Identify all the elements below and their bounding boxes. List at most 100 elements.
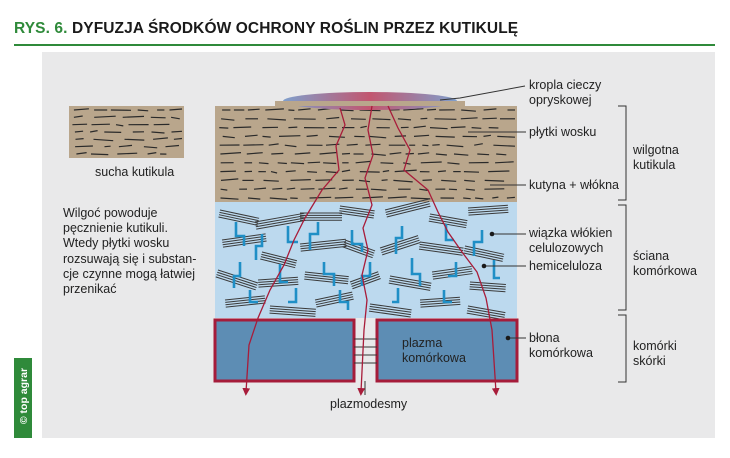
wax-plate	[340, 109, 354, 112]
wax-plate	[307, 171, 318, 173]
wax-plate	[358, 179, 371, 183]
wax-plate	[277, 162, 287, 165]
cellulose-bundle	[469, 281, 506, 293]
wax-plate	[258, 162, 269, 165]
wax-plate	[124, 138, 145, 141]
wax-plate	[309, 196, 332, 199]
cellulose-bundle	[254, 212, 306, 230]
wax-plate	[460, 117, 478, 120]
cellulose-bundle	[257, 276, 299, 288]
wax-plate	[306, 134, 318, 137]
cellulose-bundle	[379, 235, 421, 256]
plasma-label: plazma komórkowa	[402, 336, 466, 366]
figure-title: RYS. 6. DYFUZJA ŚRODKÓW OCHRONY ROŚLIN P…	[14, 20, 518, 38]
droplet-label-line: kropla cieczy	[529, 78, 602, 92]
wax-plate	[73, 115, 83, 118]
group-label-line: skórki	[633, 354, 666, 368]
wax-plate	[72, 123, 88, 126]
wax-plate	[94, 115, 116, 118]
wax-plate	[74, 130, 84, 133]
dry-wax-plates	[72, 108, 183, 156]
cellulose-bundle	[419, 296, 461, 308]
wax-plate	[483, 134, 491, 137]
membrane-label: błona komórkowa	[529, 331, 593, 361]
wax-plate	[262, 135, 271, 138]
plasma-label-line: komórkowa	[402, 351, 466, 365]
wax-plate	[285, 170, 296, 173]
hemicellulose-chain	[288, 288, 298, 304]
wax-plate	[318, 187, 336, 190]
hemicellulose-chain	[360, 262, 372, 286]
wet-wax-plates	[219, 107, 516, 200]
hemicellulose-chain	[338, 290, 350, 310]
wax-plate	[422, 179, 432, 181]
wax-plate	[89, 130, 98, 133]
droplet-label: kropla cieczy opryskowej	[529, 78, 601, 108]
wax-plate	[323, 162, 337, 165]
wax-plate	[434, 118, 457, 120]
wax-plate	[115, 124, 124, 127]
wax-plate	[294, 152, 311, 155]
wax-plate	[220, 197, 239, 200]
wax-plate	[372, 118, 391, 121]
hemicellulose-label: hemiceluloza	[529, 259, 602, 273]
cellulose-bundle	[224, 295, 266, 308]
wax-plate	[368, 135, 387, 139]
wax-plate	[75, 145, 93, 148]
group-label-line: komórki	[633, 339, 677, 353]
wax-plate	[350, 118, 366, 120]
wax-plate	[117, 152, 138, 155]
note-line: przenikać	[63, 282, 117, 297]
wax-plate	[475, 197, 484, 200]
wax-plate	[453, 153, 469, 156]
wax-plate	[432, 144, 440, 146]
hemicellulose-chain	[322, 262, 336, 286]
wax-plate	[446, 144, 464, 148]
wax-plate	[325, 171, 339, 174]
note-line: rozsuwają się i substan-	[63, 251, 197, 266]
diffusion-paths	[242, 105, 500, 396]
plasmodesmata-label: plazmodesmy	[330, 397, 408, 411]
wax-plate	[403, 162, 411, 165]
wax-plate	[355, 160, 371, 164]
figure-title-text: DYFUZJA ŚRODKÓW OCHRONY ROŚLIN PRZEZ KUT…	[71, 20, 519, 37]
wax-plate	[122, 115, 145, 118]
wax-plate	[420, 161, 442, 164]
wax-plate	[290, 179, 311, 181]
wax-plate	[315, 179, 333, 181]
wax-plate	[380, 162, 394, 164]
wax-plate	[286, 187, 296, 190]
wax-plate	[426, 108, 437, 111]
cellulose-bundle	[388, 275, 432, 291]
wax-plate	[267, 118, 286, 121]
figure-number: RYS. 6.	[14, 20, 68, 37]
hemicellulose-chain	[286, 226, 298, 244]
wax-plate	[143, 146, 158, 149]
wax-plate	[441, 179, 457, 182]
wax-plate	[265, 108, 284, 111]
group-label-line: komórkowa	[633, 264, 697, 278]
wax-plate	[413, 134, 430, 137]
wax-plate	[346, 143, 358, 146]
wax-plate	[219, 127, 229, 129]
wax-plate	[397, 118, 412, 121]
wax-plate	[435, 135, 455, 138]
wax-plate	[150, 116, 166, 119]
hemicellulose-chain	[394, 226, 404, 254]
wax-plate	[263, 179, 279, 182]
wax-plate	[220, 152, 242, 155]
droplet-label-line: opryskowej	[529, 93, 592, 107]
wax-plate	[147, 152, 157, 155]
wax-plate	[247, 197, 261, 200]
wax-plate	[171, 130, 183, 133]
group-label-line: kutikula	[633, 158, 676, 172]
wax-plate	[247, 108, 260, 111]
hemicellulose-chain	[410, 258, 422, 286]
wax-plate	[506, 196, 515, 199]
wax-plate	[482, 117, 497, 120]
wax-plate	[370, 188, 387, 191]
brand-bar: © top agrar	[14, 358, 32, 438]
membrane-label-line: błona	[529, 331, 560, 345]
wax-plate	[221, 118, 235, 121]
dry-cuticle-label: sucha kutikula	[95, 165, 175, 179]
